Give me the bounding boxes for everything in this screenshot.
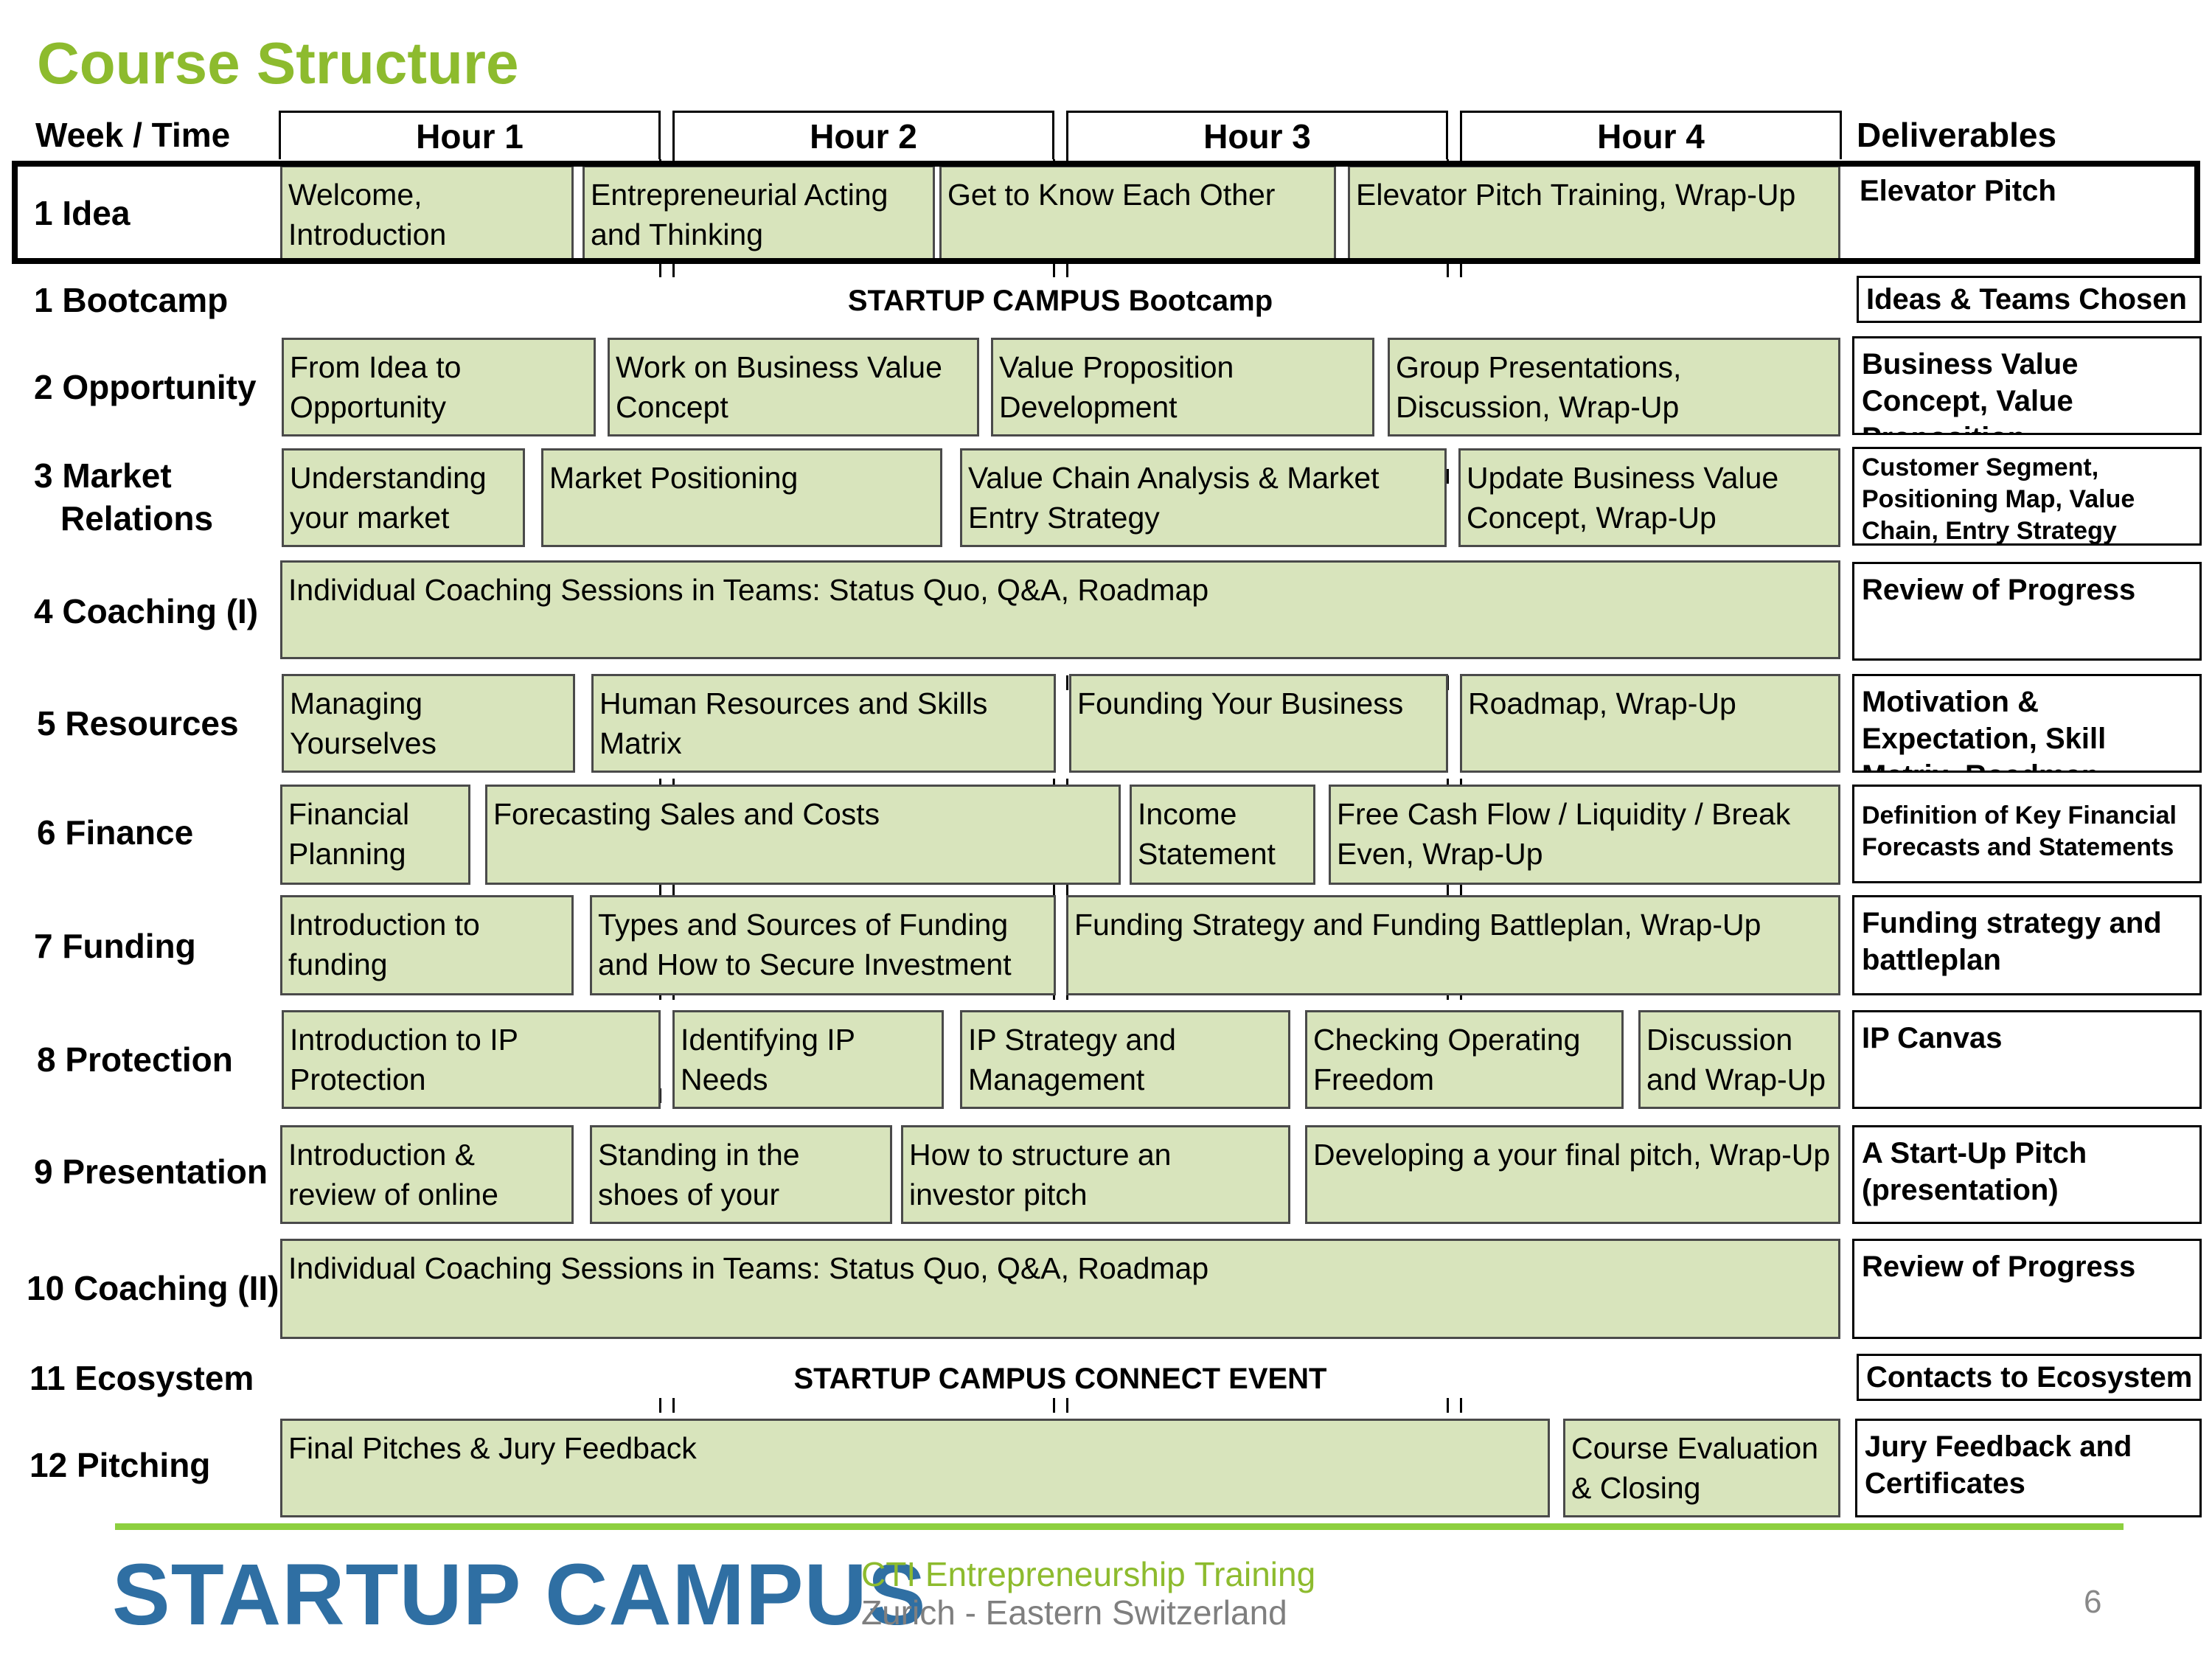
session-cell: Welcome, Introduction: [280, 165, 574, 261]
session-cell: Introduction & review of online training: [280, 1125, 574, 1224]
hour-1-header: Hour 1: [279, 111, 661, 159]
week-time-header: Week / Time: [35, 116, 231, 154]
deliverable: IP Canvas: [1852, 1010, 2202, 1109]
deliverable: Definition of Key Financial Forecasts an…: [1852, 785, 2202, 883]
logo-location: Zurich - Eastern Switzerland: [861, 1593, 1287, 1632]
deliverable: Motivation & Expectation, Skill Matrix, …: [1852, 674, 2202, 773]
session-cell: Financial Planning: [280, 785, 470, 885]
session-cell: Final Pitches & Jury Feedback: [280, 1419, 1550, 1517]
session-cell: Founding Your Business: [1069, 674, 1448, 773]
week-label: 10 Coaching (II): [27, 1269, 279, 1307]
week-label: 7 Funding: [34, 927, 196, 965]
footer-divider: [115, 1523, 2124, 1530]
session-cell: Understanding your market: [282, 448, 525, 547]
deliverable: Review of Progress: [1852, 1239, 2202, 1339]
session-cell: Value Chain Analysis & Market Entry Stra…: [960, 448, 1447, 547]
session-cell: Identifying IP Needs: [672, 1010, 944, 1109]
session-cell: Funding Strategy and Funding Battleplan,…: [1066, 895, 1840, 995]
week-label: 1 Idea: [34, 194, 131, 232]
page-title: Course Structure: [37, 30, 519, 96]
week-label: 12 Pitching: [29, 1446, 211, 1484]
session-cell: Checking Operating Freedom: [1305, 1010, 1624, 1109]
startup-campus-logo: STARTUP CAMPUS: [112, 1546, 927, 1644]
session-cell: Roadmap, Wrap-Up: [1460, 674, 1840, 773]
deliverable: Review of Progress: [1852, 562, 2202, 661]
deliverables-header: Deliverables: [1857, 116, 2057, 154]
deliverable: A Start-Up Pitch (presentation): [1852, 1125, 2202, 1224]
session-cell: Types and Sources of Funding and How to …: [590, 895, 1056, 995]
week-label: 8 Protection: [37, 1040, 233, 1079]
deliverable: Customer Segment, Positioning Map, Value…: [1852, 447, 2202, 546]
session-cell: Developing a your final pitch, Wrap-Up: [1305, 1125, 1840, 1224]
week-label: Relations: [60, 499, 214, 538]
week-label: 5 Resources: [37, 704, 239, 742]
session-cell: IP Strategy and Management: [960, 1010, 1290, 1109]
session-cell: Introduction to IP Protection: [282, 1010, 661, 1109]
week-label: 1 Bootcamp: [34, 281, 229, 319]
session-cell: Introduction to funding: [280, 895, 574, 995]
session-cell: Free Cash Flow / Liquidity / Break Even,…: [1329, 785, 1840, 885]
hour-3-header: Hour 3: [1066, 111, 1448, 159]
week-label: 11 Ecosystem: [29, 1359, 254, 1397]
session-cell: Individual Coaching Sessions in Teams: S…: [280, 1239, 1840, 1339]
session-cell: Discussion and Wrap-Up: [1638, 1010, 1840, 1109]
session-cell: How to structure an investor pitch: [901, 1125, 1290, 1224]
week-label: 4 Coaching (I): [34, 592, 259, 630]
deliverable: Business Value Concept, Value Propositio…: [1852, 336, 2202, 435]
session-cell: Managing Yourselves: [282, 674, 575, 773]
week-label: 9 Presentation: [34, 1152, 268, 1191]
deliverable: Funding strategy and battleplan: [1852, 895, 2202, 995]
session-cell: Value Proposition Development: [991, 338, 1374, 437]
session-cell: Work on Business Value Concept: [608, 338, 979, 437]
week-label: 6 Finance: [37, 813, 194, 852]
deliverable: Ideas & Teams Chosen: [1857, 276, 2202, 323]
deliverable: Jury Feedback and Certificates: [1855, 1419, 2202, 1517]
session-cell: From Idea to Opportunity: [282, 338, 596, 437]
session-cell: Market Positioning: [541, 448, 942, 547]
week-label: 2 Opportunity: [34, 368, 257, 406]
session-cell: Update Business Value Concept, Wrap-Up: [1458, 448, 1840, 547]
session-cell: Group Presentations, Discussion, Wrap-Up: [1388, 338, 1840, 437]
session-cell: Standing in the shoes of your audience: [590, 1125, 892, 1224]
session-cell: Entrepreneurial Acting and Thinking: [582, 165, 935, 261]
event-banner: STARTUP CAMPUS CONNECT EVENT: [793, 1362, 1327, 1395]
session-cell: Forecasting Sales and Costs: [485, 785, 1121, 885]
deliverable: Contacts to Ecosystem: [1857, 1354, 2202, 1401]
deliverable: Elevator Pitch: [1852, 165, 2199, 261]
highlight-frame: [12, 161, 2200, 264]
page-number: 6: [2084, 1584, 2102, 1620]
week-label: 3 Market: [34, 456, 172, 495]
logo-subtitle: CTI Entrepreneurship Training: [861, 1555, 1316, 1593]
hour-2-header: Hour 2: [672, 111, 1054, 159]
session-cell: Elevator Pitch Training, Wrap-Up: [1348, 165, 1840, 261]
hour-4-header: Hour 4: [1460, 111, 1842, 159]
session-cell: Course Evaluation & Closing: [1563, 1419, 1840, 1517]
event-banner: STARTUP CAMPUS Bootcamp: [847, 284, 1273, 317]
session-cell: Individual Coaching Sessions in Teams: S…: [280, 560, 1840, 659]
session-cell: Human Resources and Skills Matrix: [591, 674, 1056, 773]
session-cell: Income Statement: [1130, 785, 1315, 885]
